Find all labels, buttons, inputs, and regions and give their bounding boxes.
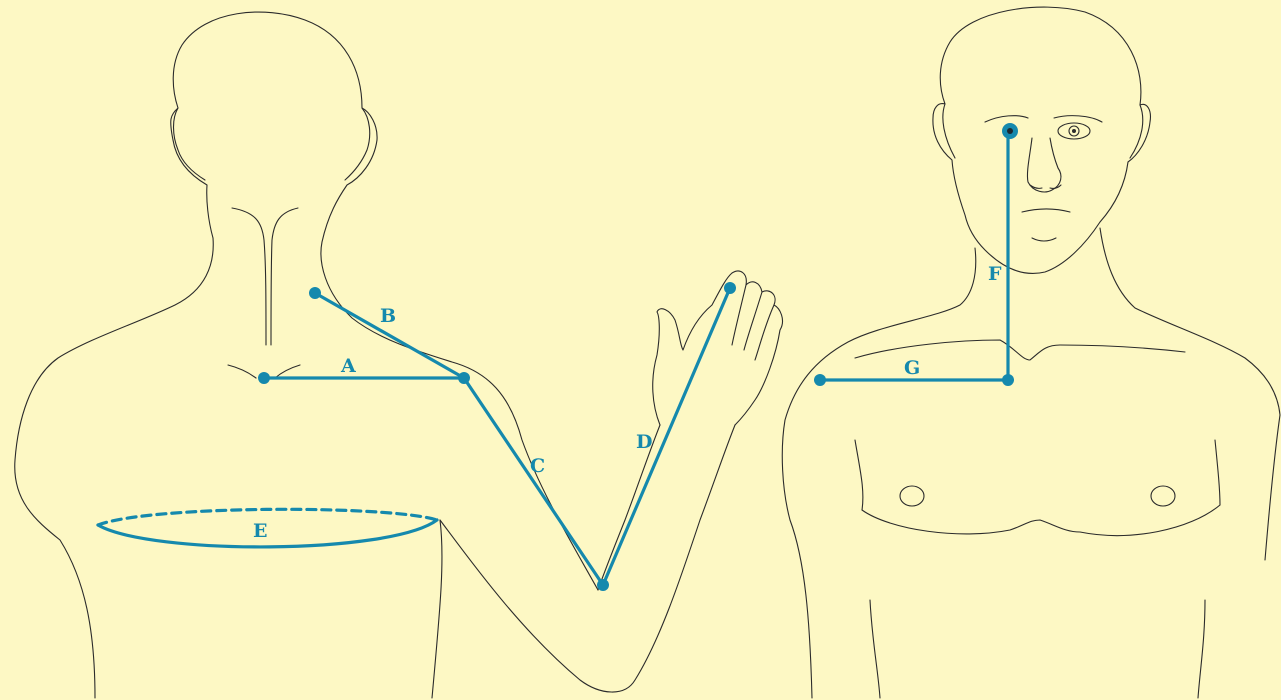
measure-d-line xyxy=(603,288,730,585)
front-head-outline xyxy=(933,7,1151,273)
front-neck-right xyxy=(1100,228,1280,415)
back-right-torso xyxy=(432,520,442,698)
back-scapula-right xyxy=(275,365,300,378)
back-hand-outline xyxy=(653,271,783,425)
front-right-pupil-dot-icon xyxy=(1072,129,1076,133)
measurement-labels: A B C D E F G xyxy=(253,263,1002,542)
front-right-arm xyxy=(1265,415,1280,560)
measure-d-label: D xyxy=(636,431,652,453)
front-chest-side-right xyxy=(1215,440,1220,505)
back-scapula-left xyxy=(228,365,256,378)
front-chin xyxy=(1032,238,1056,241)
front-left-nipple-icon xyxy=(900,486,924,506)
back-view-figure xyxy=(15,12,783,698)
measure-f-label: F xyxy=(988,263,1002,285)
front-mouth xyxy=(1022,209,1070,212)
measurement-lines xyxy=(98,132,1008,585)
endpoint-b-start xyxy=(309,287,321,299)
back-neck-groove xyxy=(232,208,266,345)
front-torso-right xyxy=(1198,600,1205,698)
endpoint-f-bottom xyxy=(1002,374,1014,386)
measure-e-front-arc xyxy=(98,520,437,547)
measure-c-label: C xyxy=(530,455,545,477)
back-left-ear xyxy=(174,108,206,180)
front-nose xyxy=(1027,138,1060,192)
front-left-brow xyxy=(985,116,1028,122)
measure-a-label: A xyxy=(340,355,356,377)
endpoint-elbow xyxy=(597,579,609,591)
front-right-ear xyxy=(1130,105,1143,158)
back-head-outline xyxy=(171,12,377,242)
front-right-brow xyxy=(1054,116,1102,122)
measure-c-line xyxy=(464,378,603,585)
back-finger-lines xyxy=(732,285,774,360)
front-chest-line xyxy=(862,505,1220,536)
back-arm-outline xyxy=(440,425,735,692)
endpoint-g-start xyxy=(814,374,826,386)
measure-e-back-arc xyxy=(98,509,437,525)
back-left-torso xyxy=(15,238,214,698)
front-left-ear xyxy=(943,104,955,158)
measure-e-label: E xyxy=(253,520,267,542)
measure-b-label: B xyxy=(380,305,396,327)
front-view-figure xyxy=(782,7,1280,698)
back-right-shoulder xyxy=(321,242,598,590)
endpoint-a-start xyxy=(258,372,270,384)
back-right-ear xyxy=(345,108,370,180)
front-right-nipple-icon xyxy=(1151,486,1175,506)
front-neck-left xyxy=(782,248,975,698)
endpoint-shoulder xyxy=(458,372,470,384)
endpoint-eye-pupil xyxy=(1007,128,1013,134)
front-torso-left xyxy=(870,600,880,698)
back-neck-groove-right xyxy=(271,208,298,345)
measure-g-label: G xyxy=(904,357,920,379)
endpoint-fingertip xyxy=(724,282,736,294)
front-chest-side-left xyxy=(855,440,863,510)
